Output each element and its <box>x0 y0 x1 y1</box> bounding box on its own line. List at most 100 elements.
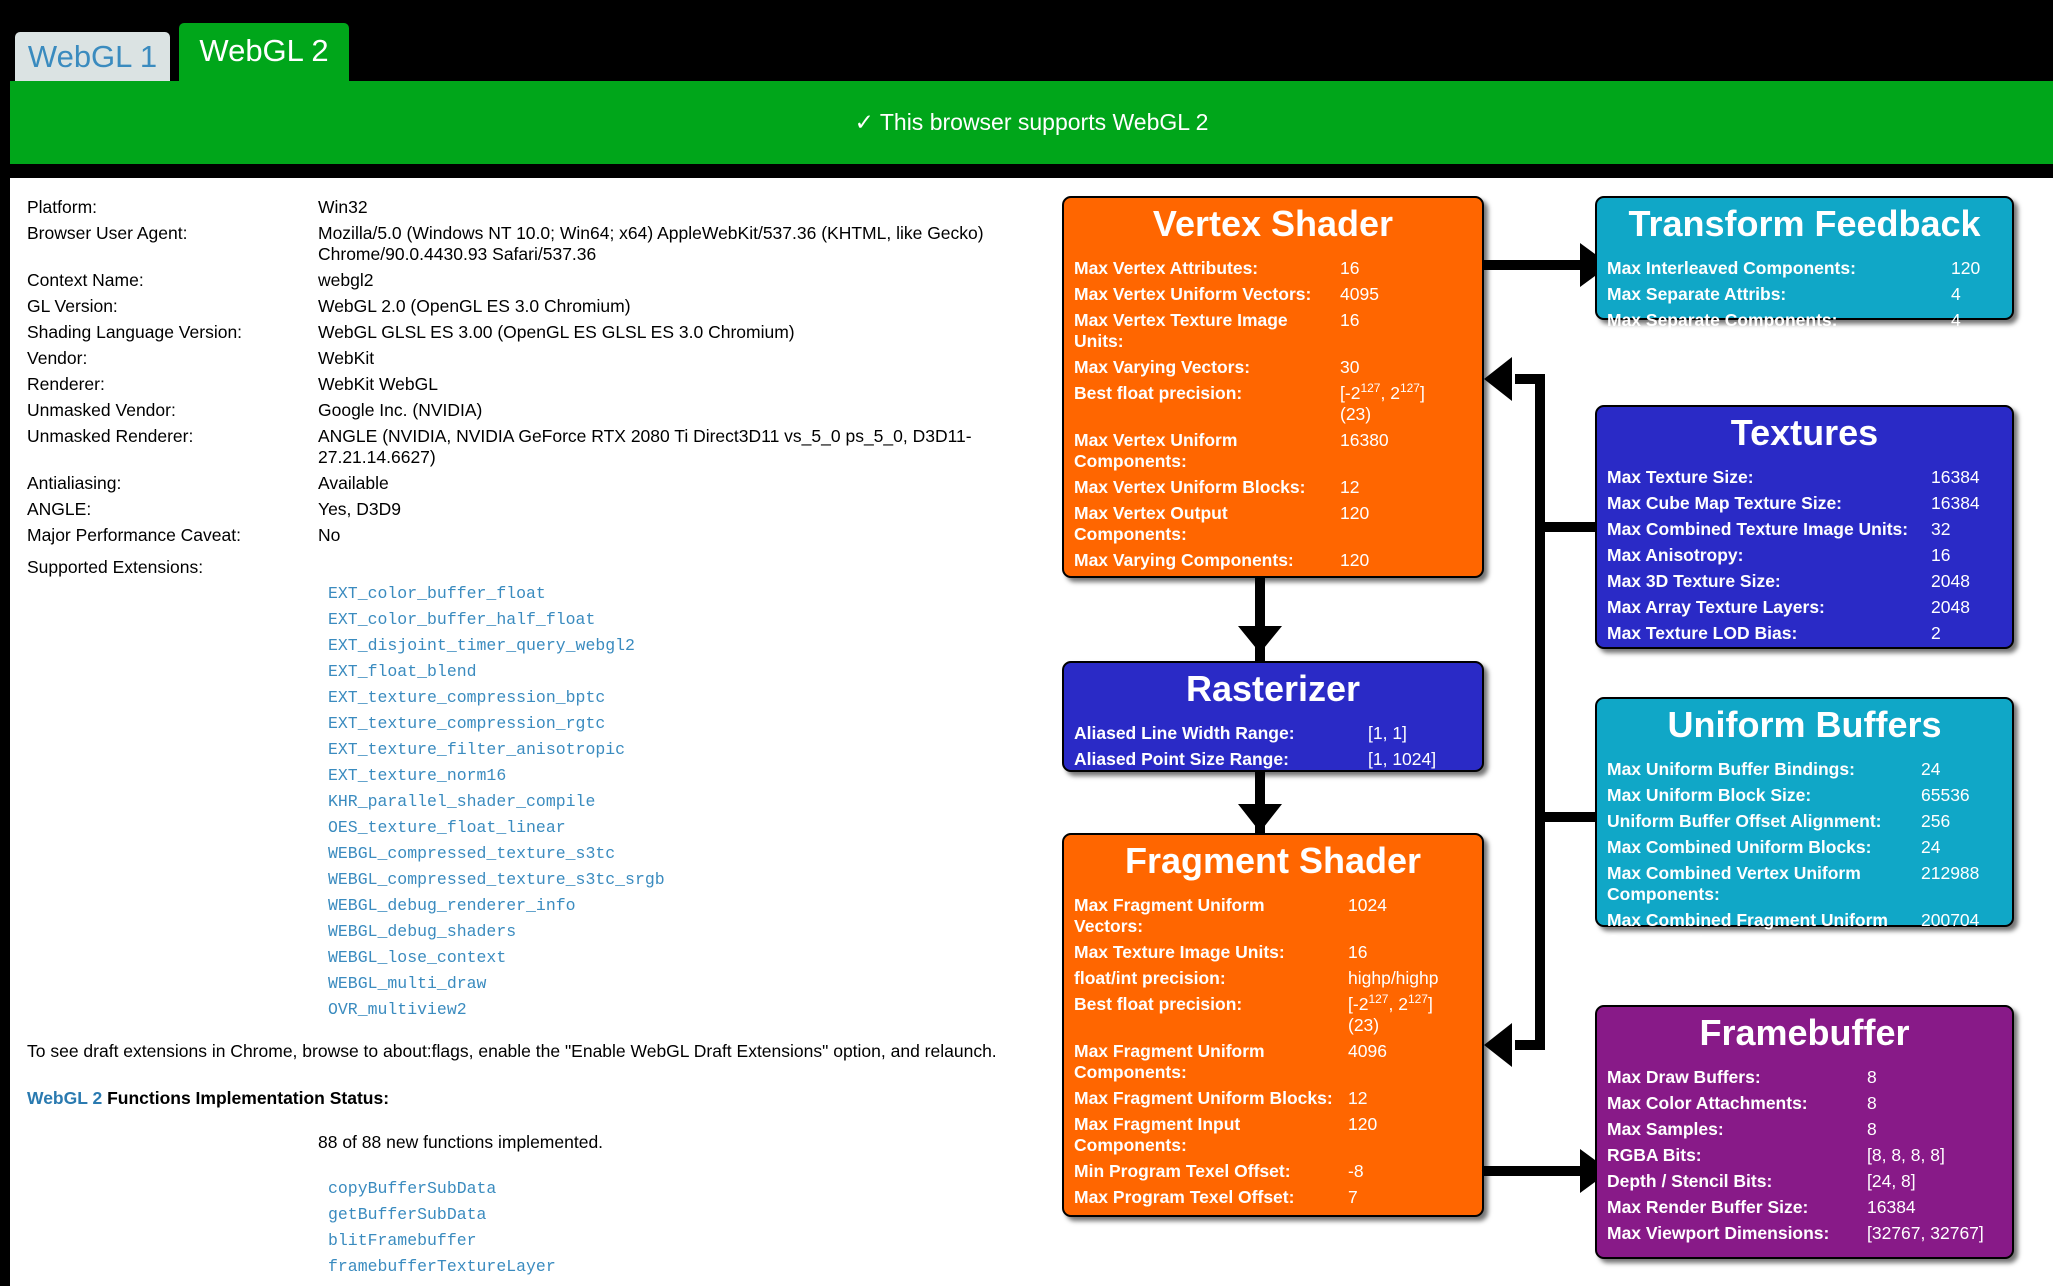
stat-value-text: 7 <box>1348 1187 1358 1207</box>
stat-value: [1, 1] <box>1368 723 1407 744</box>
stat-label-text-continued: Components: <box>1074 1135 1187 1155</box>
stat-value-text: ] <box>1419 383 1425 403</box>
stat-value-text: [24, 8] <box>1867 1171 1916 1191</box>
extension-item: EXT_texture_norm16 <box>328 766 507 785</box>
textures-title: Textures <box>1730 412 1879 453</box>
stat-label-text: Max Anisotropy: <box>1607 545 1744 565</box>
tab-webgl1[interactable]: WebGL 1 <box>15 32 170 81</box>
extension-item: EXT_disjoint_timer_query_webgl2 <box>328 636 635 655</box>
stat-label-text: Max Vertex Output <box>1074 503 1228 523</box>
webgl2-link[interactable]: WebGL 2 <box>27 1088 103 1108</box>
stat-label-text: RGBA Bits: <box>1607 1145 1702 1165</box>
stat-label-text: Max Uniform Buffer Bindings: <box>1607 759 1855 779</box>
extension-item: WEBGL_lose_context <box>328 948 507 967</box>
arrow-down-icon <box>1238 804 1282 832</box>
stat-value: 8 <box>1867 1119 1877 1140</box>
draft-note: To see draft extensions in Chrome, brows… <box>27 1041 997 1061</box>
stat-value-text: 256 <box>1921 811 1951 831</box>
stat-label-text: Max Array Texture Layers: <box>1607 597 1825 617</box>
stat-value: 212988 <box>1921 863 1979 884</box>
extension-item: WEBGL_compressed_texture_s3tc <box>328 844 616 863</box>
stat-label-text: Max Separate Attribs: <box>1607 284 1787 304</box>
info-label: Antialiasing: <box>27 473 122 493</box>
stat-value-text: , 2 <box>1380 383 1400 403</box>
stat-value-text: [-2 <box>1340 383 1361 403</box>
stat-value: 30 <box>1340 357 1359 378</box>
stat-value-continued: (23) <box>1348 1015 1380 1035</box>
stat-value: [24, 8] <box>1867 1171 1916 1192</box>
stat-value-text: 16 <box>1340 258 1360 278</box>
vertex-title: Vertex Shader <box>1152 203 1394 244</box>
stat-label: Max Vertex Uniform Vectors: <box>1074 284 1311 305</box>
functions-heading-label: Functions Implementation Status: <box>102 1088 390 1108</box>
stat-label-text-continued: Vectors: <box>1074 916 1144 936</box>
info-value: No <box>318 525 341 545</box>
stat-value-text: 8 <box>1867 1067 1877 1087</box>
stat-value-text: [32767, 32767] <box>1867 1223 1984 1243</box>
stat-value-text: 16380 <box>1340 430 1389 450</box>
stat-value-text: 65536 <box>1921 785 1970 805</box>
stat-label: RGBA Bits: <box>1607 1145 1702 1166</box>
stat-value: 200704 <box>1921 910 1979 931</box>
stat-value-text: 12 <box>1340 477 1360 497</box>
stat-label-text: Max Interleaved Components: <box>1607 258 1856 278</box>
stat-value: 4 <box>1951 284 1961 305</box>
stat-value-text: 200704 <box>1921 910 1980 930</box>
exponent: 127 <box>1360 381 1381 396</box>
stat-value: 120 <box>1340 550 1369 571</box>
stat-value-text: 2048 <box>1931 571 1970 591</box>
stat-label-text: Max Vertex Uniform Vectors: <box>1074 284 1312 304</box>
extension-item: KHR_parallel_shader_compile <box>328 792 596 811</box>
function-item: blitFramebuffer <box>328 1231 477 1250</box>
stat-label-text: Max Texture LOD Bias: <box>1607 623 1798 643</box>
stat-label-text: float/int precision: <box>1074 968 1226 988</box>
info-value-continued: 27.21.14.6627) <box>318 447 436 467</box>
stat-value: 4 <box>1951 310 1961 331</box>
stat-value-text: 120 <box>1951 258 1981 278</box>
stat-label: Max Render Buffer Size: <box>1607 1197 1808 1218</box>
stat-label-text: Max Vertex Attributes: <box>1074 258 1259 278</box>
extension-item: WEBGL_compressed_texture_s3tc_srgb <box>328 870 665 889</box>
info-value: Google Inc. (NVIDIA) <box>318 400 483 420</box>
stat-label-text: Max Fragment Uniform <box>1074 895 1265 915</box>
exponent: 127 <box>1399 381 1420 396</box>
stat-label: Max Separate Attribs: <box>1607 284 1786 305</box>
info-label: Supported Extensions: <box>27 557 204 577</box>
stat-label-text: Max Cube Map Texture Size: <box>1607 493 1843 513</box>
extension-item: OES_texture_float_linear <box>328 818 566 837</box>
stat-value-text: 4 <box>1951 284 1961 304</box>
stat-label: float/int precision: <box>1074 968 1226 989</box>
stat-label: Max 3D Texture Size: <box>1607 571 1781 592</box>
info-value: webgl2 <box>318 270 374 290</box>
stat-value: 2 <box>1931 623 1941 644</box>
stat-value: 8 <box>1867 1093 1877 1114</box>
stat-label-text-continued: Components: <box>1074 524 1187 544</box>
extension-item: EXT_texture_compression_bptc <box>328 688 606 707</box>
function-item: copyBufferSubData <box>328 1179 497 1198</box>
bus-textures-link <box>1545 522 1605 532</box>
stat-value-text: 8 <box>1867 1119 1877 1139</box>
stat-value-text: 4 <box>1951 310 1961 330</box>
stat-value-text: 16 <box>1340 310 1360 330</box>
stat-value: 7 <box>1348 1187 1358 1208</box>
arrow-left-icon <box>1484 1023 1512 1067</box>
stat-value-text: 1024 <box>1348 895 1387 915</box>
stat-value-text: 8 <box>1867 1093 1877 1113</box>
stat-value: 2048 <box>1931 571 1970 592</box>
tab-webgl2[interactable]: WebGL 2 <box>179 23 349 81</box>
stat-value-text: highp/highp <box>1348 968 1439 988</box>
info-value: Win32 <box>318 197 368 217</box>
stat-label: Max Array Texture Layers: <box>1607 597 1825 618</box>
stat-value-text: 24 <box>1921 759 1941 779</box>
info-label: Browser User Agent: <box>27 223 188 243</box>
info-value: Available <box>318 473 389 493</box>
stat-value: -8 <box>1348 1161 1364 1182</box>
exponent: 127 <box>1407 992 1428 1007</box>
info-value: Yes, D3D9 <box>318 499 402 519</box>
stat-label-text-continued: Units: <box>1074 331 1124 351</box>
